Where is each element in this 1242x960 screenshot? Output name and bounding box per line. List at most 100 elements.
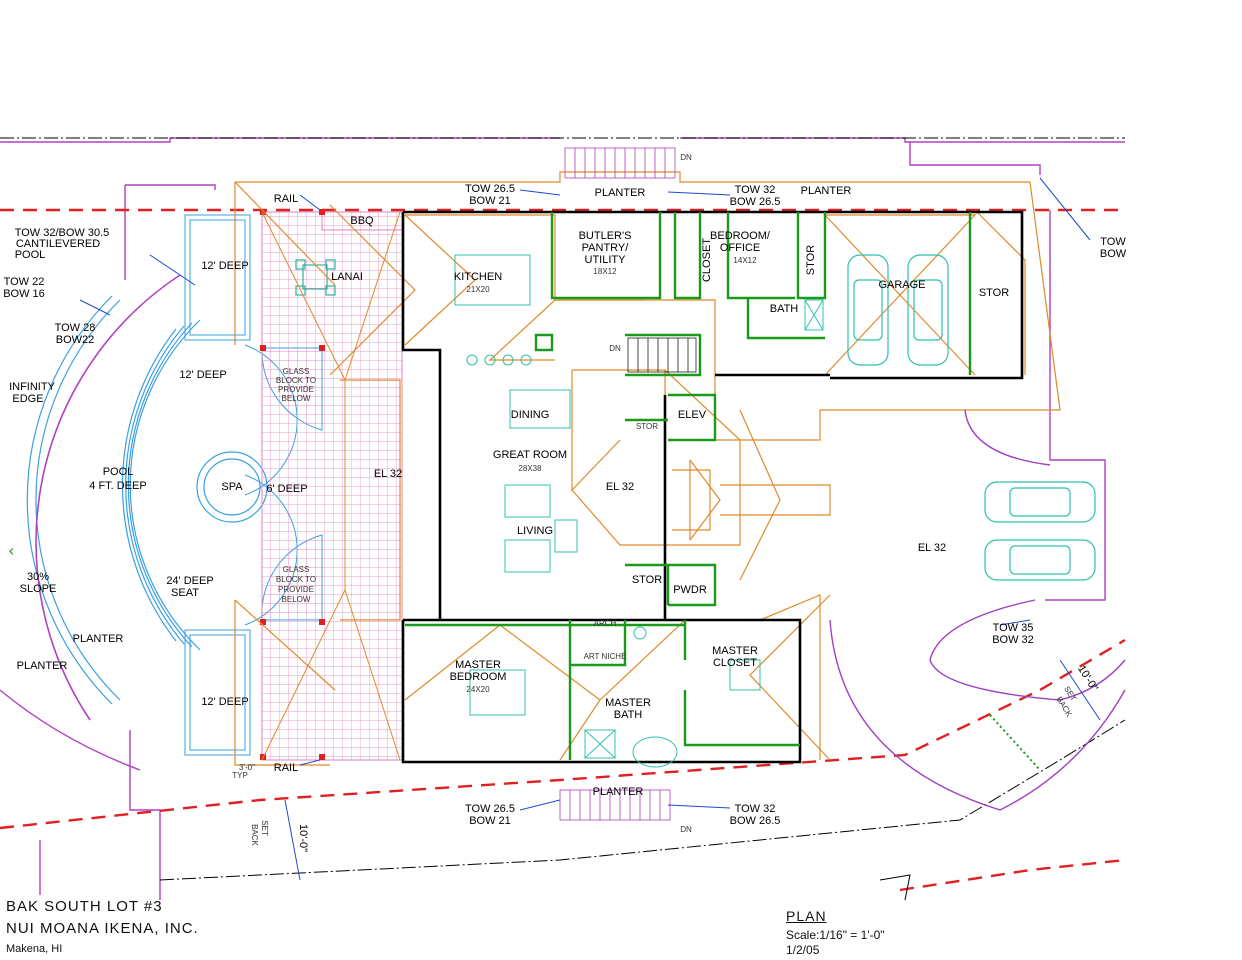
lanai-label: LANAI: [331, 271, 363, 283]
planter-top-right-label: PLANTER: [801, 185, 852, 197]
company-name: NUI MOANA IKENA, INC.: [6, 920, 199, 937]
glass-bottom-label-4: BELOW: [282, 595, 311, 604]
stair: [627, 337, 697, 373]
planter-top-label: PLANTER: [595, 187, 646, 199]
master-closet-label-2: CLOSET: [713, 657, 757, 669]
typ-label: TYP: [232, 771, 248, 780]
pool-flow-arrow-icon: ‹: [8, 541, 14, 560]
spa-label: SPA: [221, 481, 243, 493]
bow265-bottom-label: BOW 26.5: [730, 815, 781, 827]
glass-bottom-label-2: BLOCK TO: [276, 575, 316, 584]
cantilever-note-1: TOW 32/BOW 30.5: [15, 227, 110, 239]
kitchen-label: KITCHEN: [454, 271, 502, 283]
pool-depth-label: 4 FT. DEEP: [89, 480, 146, 492]
setback-lines: [0, 208, 1126, 892]
elev-label: ELEV: [678, 409, 707, 421]
setback-dimension-green: [989, 714, 1041, 771]
dimension-lines: [79, 177, 1101, 881]
bow32-label: BOW 32: [992, 634, 1034, 646]
el32-center-label: EL 32: [606, 481, 634, 493]
exterior-walls: [401, 210, 1024, 764]
el32-lanai-label: EL 32: [374, 468, 402, 480]
glass-bottom-label-3: PROVIDE: [278, 585, 314, 594]
master-bedroom-size-label: 24X20: [466, 685, 490, 694]
project-name: BAK SOUTH LOT #3: [6, 898, 163, 915]
pantry-size-label: 18X12: [593, 267, 617, 276]
bow-right-label: BOW: [1100, 248, 1127, 260]
infinity-label-1: INFINITY: [9, 381, 55, 393]
bedroom-office-label-2: OFFICE: [720, 242, 760, 254]
pantry-label-3: UTILITY: [585, 254, 627, 266]
drawing-date: 1/2/05: [786, 943, 820, 957]
planter-lower-left-label: PLANTER: [17, 660, 68, 672]
bow21-bottom-label: BOW 21: [469, 815, 511, 827]
closet-label: CLOSET: [701, 238, 713, 282]
master-bedroom-label-1: MASTER: [455, 659, 501, 671]
art-niche-label: ART NICHE: [584, 652, 627, 661]
glass-top-label-2: BLOCK TO: [276, 376, 316, 385]
seat-label-2: SEAT: [171, 587, 199, 599]
stor-garage-label: STOR: [979, 287, 1009, 299]
cantilever-note-3: POOL: [15, 249, 46, 261]
slope-label-2: SLOPE: [20, 583, 57, 595]
slope-label-1: 30%: [27, 571, 49, 583]
typ-dimension-label: 3'-0": [239, 763, 255, 772]
master-bath-label-2: BATH: [614, 709, 643, 721]
tow32-bottom-label: TOW 32: [735, 803, 776, 815]
setback-dimension-bottom-label: 10'-0": [297, 824, 309, 852]
glass-bottom-label-1: GLASS: [283, 565, 310, 574]
tow265-bottom-label: TOW 26.5: [465, 803, 515, 815]
rail-bottom-label: RAIL: [274, 762, 298, 774]
deep-top-label: 12' DEEP: [201, 260, 248, 272]
el32-drive-label: EL 32: [918, 542, 946, 554]
lower-boundary-corner: [879, 874, 911, 901]
arch-label: ARCH: [594, 619, 617, 628]
drawing-scale: Scale:1/16" = 1'-0": [786, 928, 885, 942]
bath-label: BATH: [770, 303, 799, 315]
driveway-curves: [829, 409, 1126, 811]
back-bottom-label: BACK: [250, 824, 259, 846]
lanai-deck: [261, 211, 403, 761]
dn-bottom-label: DN: [680, 825, 692, 834]
top-entry-stair: [564, 147, 676, 179]
bow16-label: BOW 16: [3, 288, 45, 300]
planter-left-label: PLANTER: [73, 633, 124, 645]
furniture: [454, 254, 824, 768]
interior-walls: [405, 212, 972, 760]
master-bath-label-1: MASTER: [605, 697, 651, 709]
tow-right-label: TOW: [1100, 236, 1126, 248]
pantry-label-1: BUTLER'S: [579, 230, 632, 242]
pool-boundary-arc: [35, 274, 181, 721]
garage-cars: [847, 254, 1096, 581]
tow35-label: TOW 35: [993, 622, 1034, 634]
stor-mid-label: STOR: [632, 574, 662, 586]
bow265-top-label: BOW 26.5: [730, 196, 781, 208]
great-room-size-label: 28X38: [518, 464, 542, 473]
seat-label-1: 24' DEEP: [166, 575, 213, 587]
planter-bottom-label: PLANTER: [593, 786, 644, 798]
stor-small-label: STOR: [636, 422, 658, 431]
living-label: LIVING: [517, 525, 553, 537]
dn-stair-label: DN: [609, 344, 621, 353]
stor-upper-label: STOR: [805, 245, 817, 275]
tow22-label: TOW 22: [4, 276, 45, 288]
kitchen-size-label: 21X20: [466, 285, 490, 294]
tow32-top-label: TOW 32: [735, 184, 776, 196]
garage-label: GARAGE: [878, 279, 925, 291]
bow22-label: BOW22: [56, 334, 95, 346]
tow28-label: TOW 28: [55, 322, 96, 334]
bedroom-office-size-label: 14X12: [733, 256, 757, 265]
dn-top-label: DN: [680, 153, 692, 162]
infinity-label-2: EDGE: [12, 393, 43, 405]
master-closet-label-1: MASTER: [712, 645, 758, 657]
deep-bottom-label: 12' DEEP: [201, 696, 248, 708]
rail-top-label: RAIL: [274, 193, 298, 205]
sheet-title: PLAN: [786, 908, 827, 924]
property-boundary: [0, 137, 1125, 900]
bbq-label: BBQ: [350, 215, 374, 227]
bow21-top-label: BOW 21: [469, 195, 511, 207]
glass-top-label-3: PROVIDE: [278, 385, 314, 394]
glass-top-label-4: BELOW: [282, 394, 311, 403]
pantry-label-2: PANTRY/: [582, 242, 630, 254]
